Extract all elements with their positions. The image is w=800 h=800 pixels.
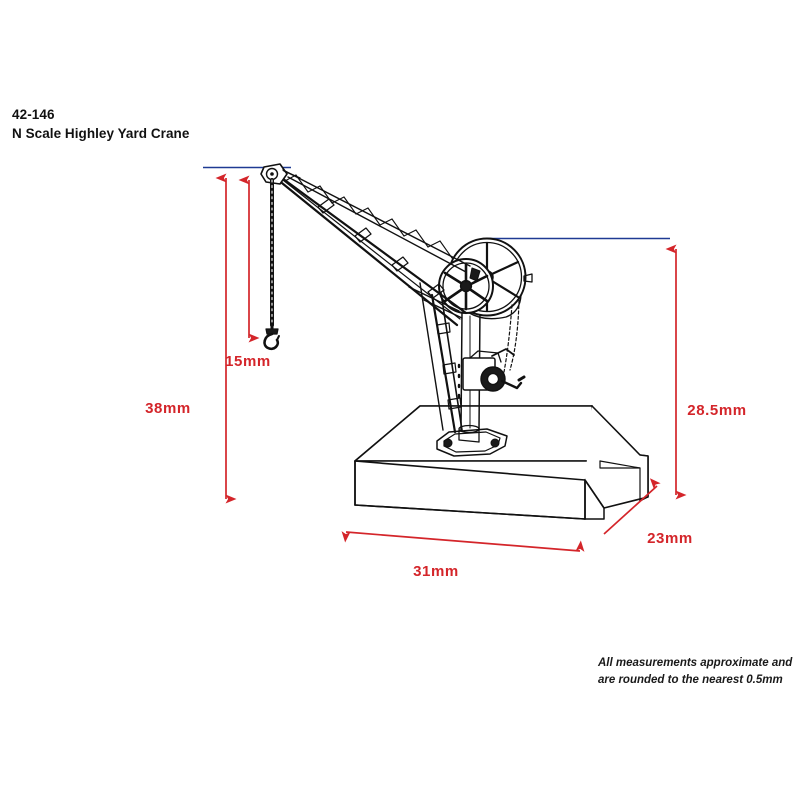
dimension-31mm-line (341, 531, 585, 552)
dimension-23mm-label: 23mm (647, 530, 693, 547)
base-notch-inner-floor (584, 479, 605, 520)
dimension-38mm-label: 38mm (145, 400, 191, 417)
lattice-jib (269, 168, 468, 327)
header-block: 42-146 N Scale Highley Yard Crane (12, 106, 189, 143)
strut-diagonal (408, 286, 460, 312)
hook-tip (276, 335, 280, 341)
base-notch-inner-ledge (599, 460, 641, 469)
dimension-annotations: 15mm 38mm 28.5mm 23mm 31mm (145, 173, 746, 580)
hook-curve (263, 332, 280, 351)
winch-bracket-top (469, 350, 502, 363)
winch-gear-inner (486, 372, 500, 386)
jib-lattice-bracing (284, 174, 453, 259)
winch-lever (491, 348, 515, 357)
product-code: 42-146 (12, 107, 55, 122)
turntable-mount (436, 424, 508, 457)
hoist-rope-secondary (509, 299, 520, 371)
dimension-28-5mm: 28.5mm (665, 244, 746, 500)
back-stay-upper (282, 169, 471, 267)
column-left-edge (460, 311, 463, 431)
base-front-top-edge (354, 460, 586, 481)
jib-head-plate (260, 163, 288, 185)
turntable-bolt-left (443, 438, 453, 448)
dimension-23mm-line (603, 478, 661, 535)
dimension-31mm: 31mm (341, 531, 585, 580)
crane-model (260, 163, 649, 520)
crane-base (354, 405, 649, 520)
jib-upper-chord (269, 168, 468, 315)
small-wheel-pawl (469, 267, 481, 282)
product-title: N Scale Highley Yard Crane (12, 126, 190, 142)
dimension-31mm-label: 31mm (413, 563, 459, 580)
dimension-23mm: 23mm (603, 478, 693, 547)
jib-back-stays (282, 169, 471, 319)
small-spoked-wheel (438, 258, 494, 314)
jib-far-chord (273, 172, 461, 320)
lifting-hook (263, 323, 280, 351)
measurement-footnote: All measurements approximate and are rou… (598, 655, 800, 690)
turntable-bolt-right (490, 438, 500, 448)
winch-crank-handle (517, 375, 526, 382)
base-front-lower-edge (354, 504, 586, 520)
dimension-38mm: 38mm (145, 173, 237, 504)
base-front-face (354, 460, 601, 520)
back-stay-lower (287, 176, 467, 273)
winch-assembly (462, 348, 526, 392)
jib-support-legs (419, 282, 463, 434)
support-leg-rear (419, 282, 444, 431)
turntable-collar (458, 427, 480, 443)
dimension-15mm-label: 15mm (225, 353, 271, 370)
footnote-line-2: are rounded to the nearest 0.5mm (598, 674, 783, 687)
hoist-rope (503, 304, 513, 373)
large-wheel-axle-boss (523, 273, 533, 283)
hook-eye (265, 328, 279, 335)
support-leg-splices (436, 322, 462, 410)
winch-crank-arm (500, 379, 523, 390)
footnote-line-1: All measurements approximate and (598, 657, 793, 669)
jib-splice-plates (317, 198, 445, 299)
jib-head-pin (270, 172, 274, 176)
dimension-28-5mm-label: 28.5mm (687, 402, 746, 419)
